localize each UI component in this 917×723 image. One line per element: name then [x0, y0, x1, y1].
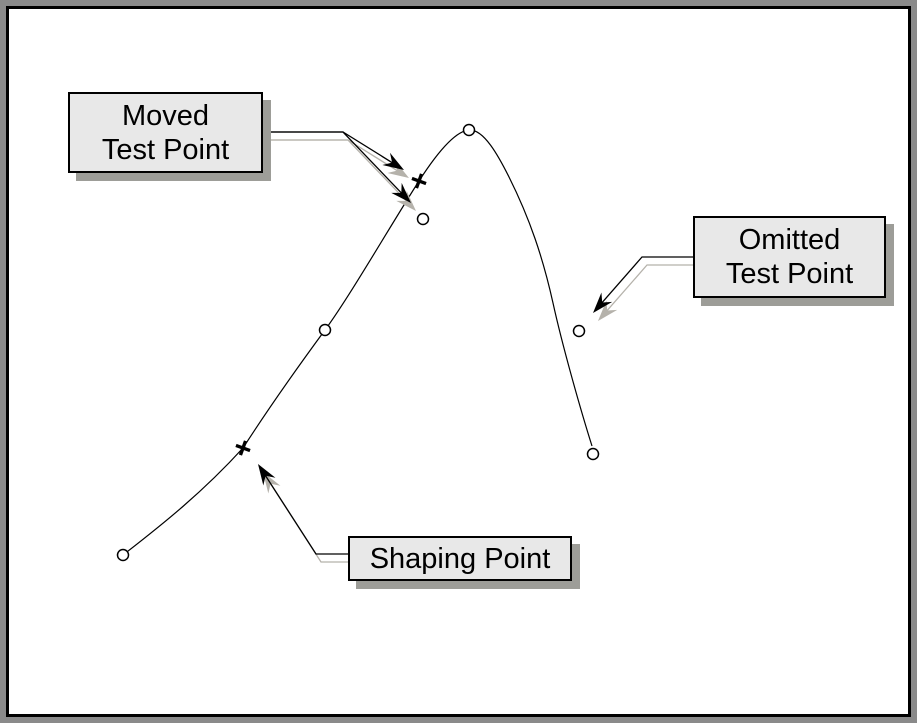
- moved-leader-to-circle-line: [263, 131, 404, 195]
- curve-start-point-marker: [116, 548, 130, 562]
- moved-test-point-cross-marker: [411, 173, 427, 189]
- shaping-point-cross-arm-v: [238, 440, 248, 456]
- callout-moved-line2: Test Point: [101, 133, 230, 166]
- diagram-canvas: Moved Test Point Omitted Test Point Shap…: [6, 6, 911, 717]
- callout-omitted-test-point: Omitted Test Point: [693, 216, 886, 298]
- mid-test-point-marker: [318, 323, 332, 337]
- moved-leader-to-circle-line-shadow: [268, 139, 409, 203]
- omitted-leader-line-shadow: [605, 264, 698, 313]
- omitted-test-point-marker: [572, 324, 586, 338]
- callout-shaping-line1: Shaping Point: [369, 542, 551, 575]
- shaping-leader-line: [263, 473, 349, 555]
- callout-moved-test-point: Moved Test Point: [68, 92, 263, 173]
- moved-leader-to-cross-line: [263, 131, 395, 165]
- omitted-leader-arrowhead-shadow: [598, 300, 618, 321]
- callout-omitted-line2: Test Point: [725, 258, 854, 290]
- omitted-leader-arrowhead: [593, 292, 613, 313]
- moved-leader-to-cross-arrowhead-shadow: [387, 160, 409, 178]
- moved-leader-to-circle-arrowhead: [391, 182, 411, 203]
- moved-leader-to-circle-arrowhead-shadow: [396, 190, 416, 211]
- moved-leader-to-cross-line-shadow: [268, 139, 400, 173]
- shaping-leader-arrowhead: [258, 464, 276, 486]
- shaping-leader-line-shadow: [268, 481, 354, 563]
- shaping-point-cross-marker: [235, 440, 251, 456]
- callout-omitted-line1: Omitted: [738, 224, 841, 256]
- curve-end-point-marker: [586, 447, 600, 461]
- curve-figure-svg: [116, 123, 698, 563]
- original-test-point-marker: [416, 212, 430, 226]
- callout-shaping-point: Shaping Point: [348, 536, 572, 581]
- omitted-leader-line: [600, 256, 693, 305]
- moved-leader-to-cross-arrowhead: [382, 152, 404, 170]
- moved-test-point-cross-arm-v: [414, 173, 424, 189]
- curve-peak-point-marker: [462, 123, 476, 137]
- fitted-curve: [122, 129, 593, 556]
- callout-moved-line1: Moved: [121, 99, 210, 132]
